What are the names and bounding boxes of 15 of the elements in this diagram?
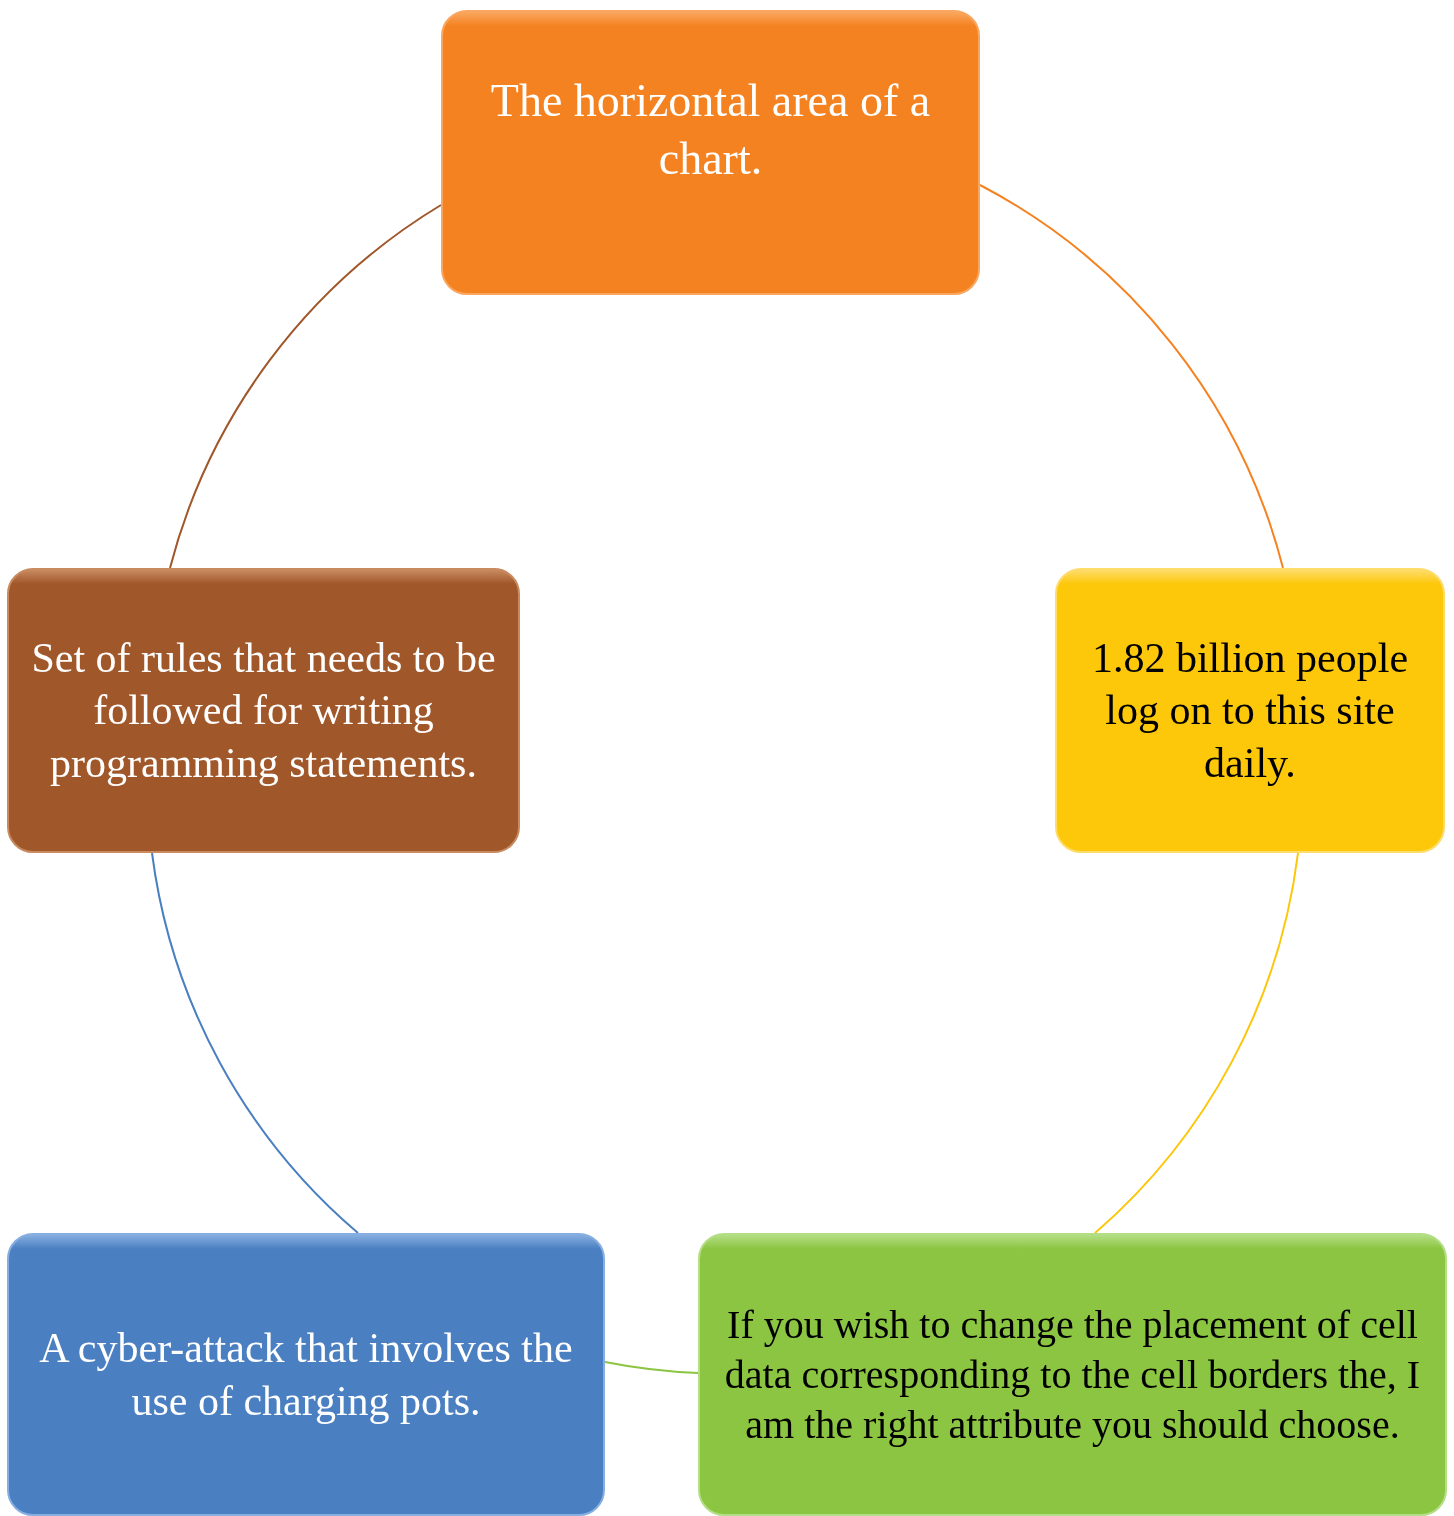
connector-arc bbox=[169, 204, 442, 569]
box-text: Set of rules that needs to be followed for writing programming statements. bbox=[30, 633, 497, 788]
connector-arc bbox=[1094, 852, 1299, 1234]
box-text: A cyber-attack that involves the use of charging pots. bbox=[38, 1324, 574, 1426]
rounded-box bbox=[7, 1233, 605, 1516]
box-text: 1.82 billion people log on to this site daily. bbox=[1090, 633, 1410, 788]
box-text: The horizontal area of a chart. bbox=[489, 74, 932, 186]
box-text: If you wish to change the placement of cell data corresponding to the cell borders the, I am the right attribute you should choose. bbox=[723, 1300, 1422, 1449]
rounded-box bbox=[7, 568, 520, 853]
connector-arc bbox=[979, 184, 1284, 569]
rounded-box bbox=[698, 1233, 1447, 1516]
connector-arc bbox=[604, 1361, 699, 1374]
rounded-box bbox=[441, 10, 980, 295]
rounded-box bbox=[1055, 568, 1445, 853]
connector-arc bbox=[151, 852, 359, 1234]
